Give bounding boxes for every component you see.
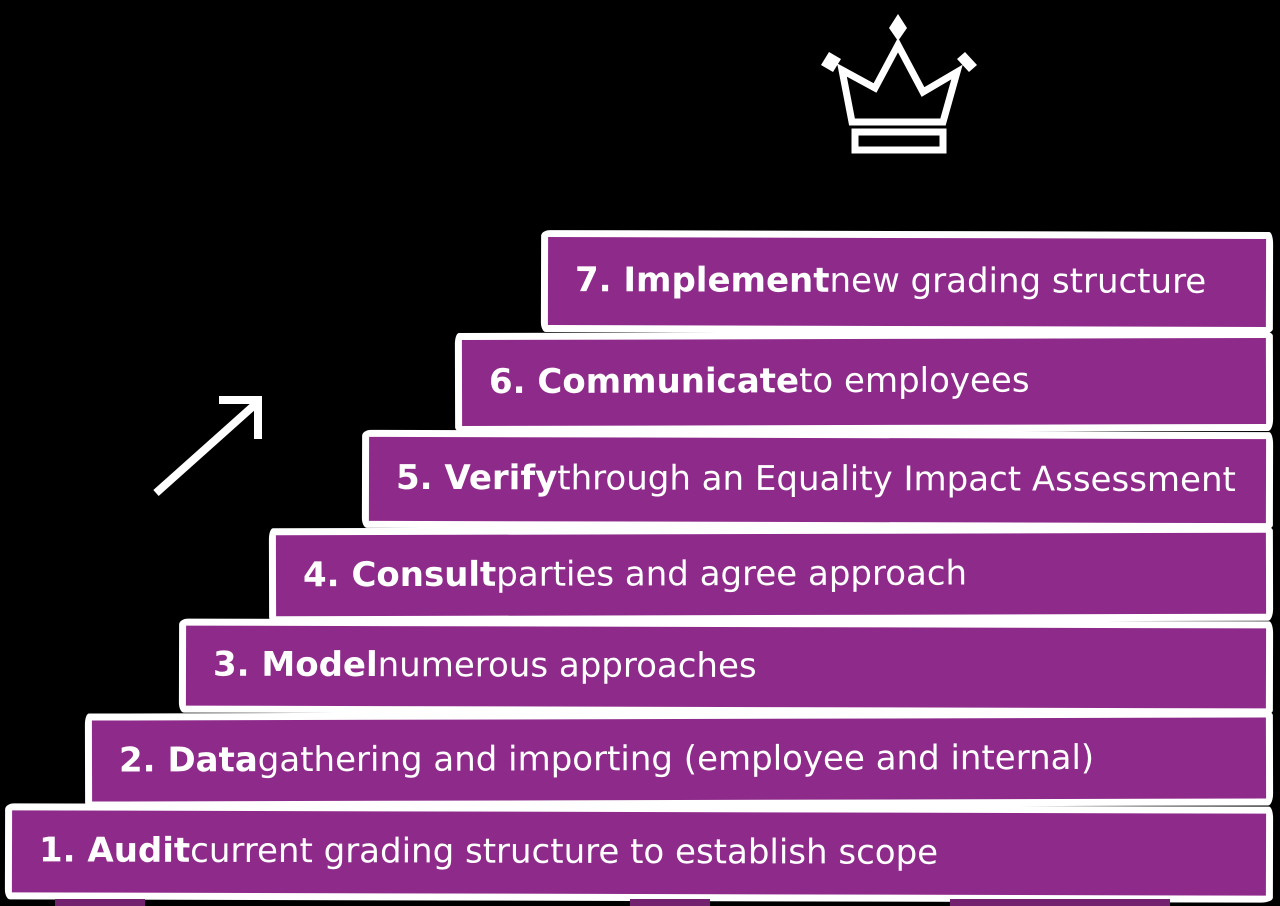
step-keyword: 2. Data: [118, 739, 258, 781]
step-description: new grading structure: [829, 261, 1207, 303]
step-keyword: 4. Consult: [302, 554, 497, 596]
bottom-edge-sliver: [950, 899, 1170, 906]
step-keyword: 7. Implement: [574, 260, 830, 302]
step-description: numerous approaches: [377, 645, 757, 687]
step-bar-3: 3. Model numerous approaches: [178, 618, 1274, 716]
step-bar-4: 4. Consult parties and agree approach: [268, 525, 1274, 624]
crown-icon: [821, 14, 977, 154]
bottom-edge-sliver: [630, 899, 710, 906]
step-bar-1: 1. Audit current grading structure to es…: [4, 803, 1274, 903]
step-bar-5: 5. Verify through an Equality Impact Ass…: [361, 429, 1274, 531]
step-keyword: 5. Verify: [395, 458, 558, 499]
step-bar-7: 7. Implement new grading structure: [540, 230, 1274, 334]
step-keyword: 3. Model: [212, 644, 378, 686]
bottom-edge-sliver: [55, 899, 145, 906]
step-description: through an Equality Impact Assessment: [557, 458, 1236, 501]
step-description: parties and agree approach: [496, 553, 968, 595]
step-description: to employees: [799, 360, 1030, 402]
step-description: gathering and importing (employee and in…: [257, 737, 1095, 780]
step-keyword: 6. Communicate: [488, 361, 800, 403]
step-bar-2: 2. Data gathering and importing (employe…: [84, 710, 1274, 809]
step-bar-6: 6. Communicate to employees: [454, 330, 1274, 434]
step-keyword: 1. Audit: [38, 830, 191, 872]
up-right-arrow-icon: [153, 396, 262, 496]
step-description: current grading structure to establish s…: [190, 831, 939, 874]
